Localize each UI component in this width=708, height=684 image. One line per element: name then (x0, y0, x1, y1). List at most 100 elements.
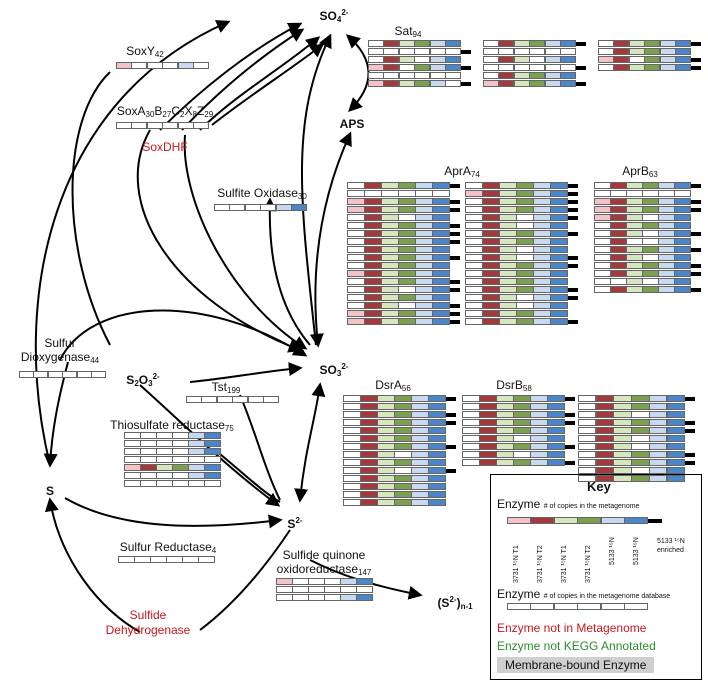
heatmap-cell (516, 238, 534, 245)
heatmap-cell (445, 40, 462, 47)
heatmap-row (368, 80, 472, 87)
heatmap-cell (499, 214, 517, 221)
heatmap-cell (398, 72, 415, 79)
heatmap-cell (411, 443, 429, 450)
enriched-marker (691, 57, 702, 62)
heatmap-cell (465, 230, 483, 237)
heatmap-row (483, 40, 587, 47)
heatmap-cell (415, 222, 433, 229)
heatmap-row (186, 396, 280, 403)
heatmap-cell (674, 230, 691, 237)
heatmap-cell (482, 270, 500, 277)
heatmap-cell (513, 419, 531, 426)
heatmap-cell (156, 472, 173, 479)
heatmap-cell (360, 491, 378, 498)
heatmap-cell (432, 238, 450, 245)
heatmap-cell (364, 286, 382, 293)
heatmap-cell (131, 62, 148, 69)
heatmap-cell (626, 190, 643, 197)
heatmap-cell (465, 278, 483, 285)
key-col-label-3: 3731 ¹⁵N T1 (561, 545, 568, 583)
heatmap-cell (644, 64, 661, 71)
heatmap-cell (578, 419, 597, 426)
heatmap-cell (516, 302, 534, 309)
heatmap-cell (613, 64, 630, 71)
heatmap-cell (560, 80, 577, 87)
heatmap-cell (364, 222, 382, 229)
key-swatch-2 (530, 517, 555, 524)
heatmap-cell (631, 419, 650, 426)
heatmap-cell (613, 395, 632, 402)
heatmap-cell (516, 222, 534, 229)
heatmap-cell (394, 483, 412, 490)
enriched-marker (461, 81, 472, 86)
heatmap-row (594, 278, 691, 285)
heatmap-cell (613, 411, 632, 418)
node-so3: SO32- (319, 362, 349, 378)
heatmap-cell (516, 262, 534, 269)
heatmap-cell (659, 56, 676, 63)
heatmap-cell (598, 64, 614, 71)
heatmap-cell (398, 222, 416, 229)
heatmap-cell (415, 254, 433, 261)
heatmap-cell (513, 64, 530, 71)
enriched-marker (450, 311, 461, 316)
enriched-marker (691, 41, 702, 46)
heatmap-cell (658, 206, 675, 213)
heatmap-cell (188, 448, 205, 455)
heatmap-cell (626, 206, 643, 213)
heatmap-cell (644, 40, 661, 47)
heatmap-cell (560, 64, 577, 71)
heatmap-cell (432, 286, 450, 293)
heatmap-cell (560, 56, 577, 63)
heatmap-row (368, 56, 462, 63)
heatmap-cell (343, 467, 361, 474)
heatmap-cell (347, 206, 365, 213)
enzyme-thiosulfate-reductase: Thiosulfate reductase75 (110, 418, 234, 433)
heatmap-row (483, 80, 587, 87)
heatmap-cell (674, 206, 691, 213)
enriched-marker (446, 444, 457, 449)
heatmap-cell (610, 230, 627, 237)
heatmap-cell (479, 411, 497, 418)
heatmap-cell (263, 396, 280, 403)
heatmap-row (578, 459, 696, 466)
heatmap-cell (432, 318, 450, 325)
heatmap-cell (465, 246, 483, 253)
heatmap-cell (613, 48, 630, 55)
heatmap-cell (533, 302, 551, 309)
heatmap-cell (530, 435, 548, 442)
heatmap-row (347, 238, 461, 245)
heatmap-cell (381, 222, 399, 229)
heatmap-cell (560, 72, 577, 79)
heatmap-cell (364, 310, 382, 317)
enzyme-apra: AprA74 (444, 164, 480, 179)
node-polysulfide: (S2-)n-1 (437, 595, 473, 611)
heatmap-cell (674, 278, 691, 285)
heatmap-cell (162, 122, 179, 129)
heatmap-cell (483, 48, 499, 55)
enriched-marker (568, 207, 579, 212)
heatmap-cell (186, 396, 202, 403)
heatmap-row (483, 56, 577, 63)
heatmap-cell (414, 56, 431, 63)
heatmap-cell (513, 40, 530, 47)
heatmap-cell (642, 238, 659, 245)
heatmap-cell (140, 432, 157, 439)
heatmap-cell (347, 190, 365, 197)
enriched-marker (685, 452, 696, 457)
heatmap-cell (642, 286, 659, 293)
heatmap-cell (364, 270, 382, 277)
heatmap-cell (140, 440, 157, 447)
enriched-marker (450, 199, 461, 204)
enriched-marker (691, 183, 702, 188)
heatmap-cell (156, 432, 173, 439)
heatmap-cell (648, 451, 668, 458)
arrow-thio-s2 (214, 449, 281, 503)
heatmap-cell (610, 182, 627, 189)
arrow-sdh-to-s (44, 497, 141, 633)
heatmap-cell (415, 182, 433, 189)
heatmap-cell (188, 440, 205, 447)
heatmap-cell (364, 254, 382, 261)
heatmap-cell (381, 182, 399, 189)
